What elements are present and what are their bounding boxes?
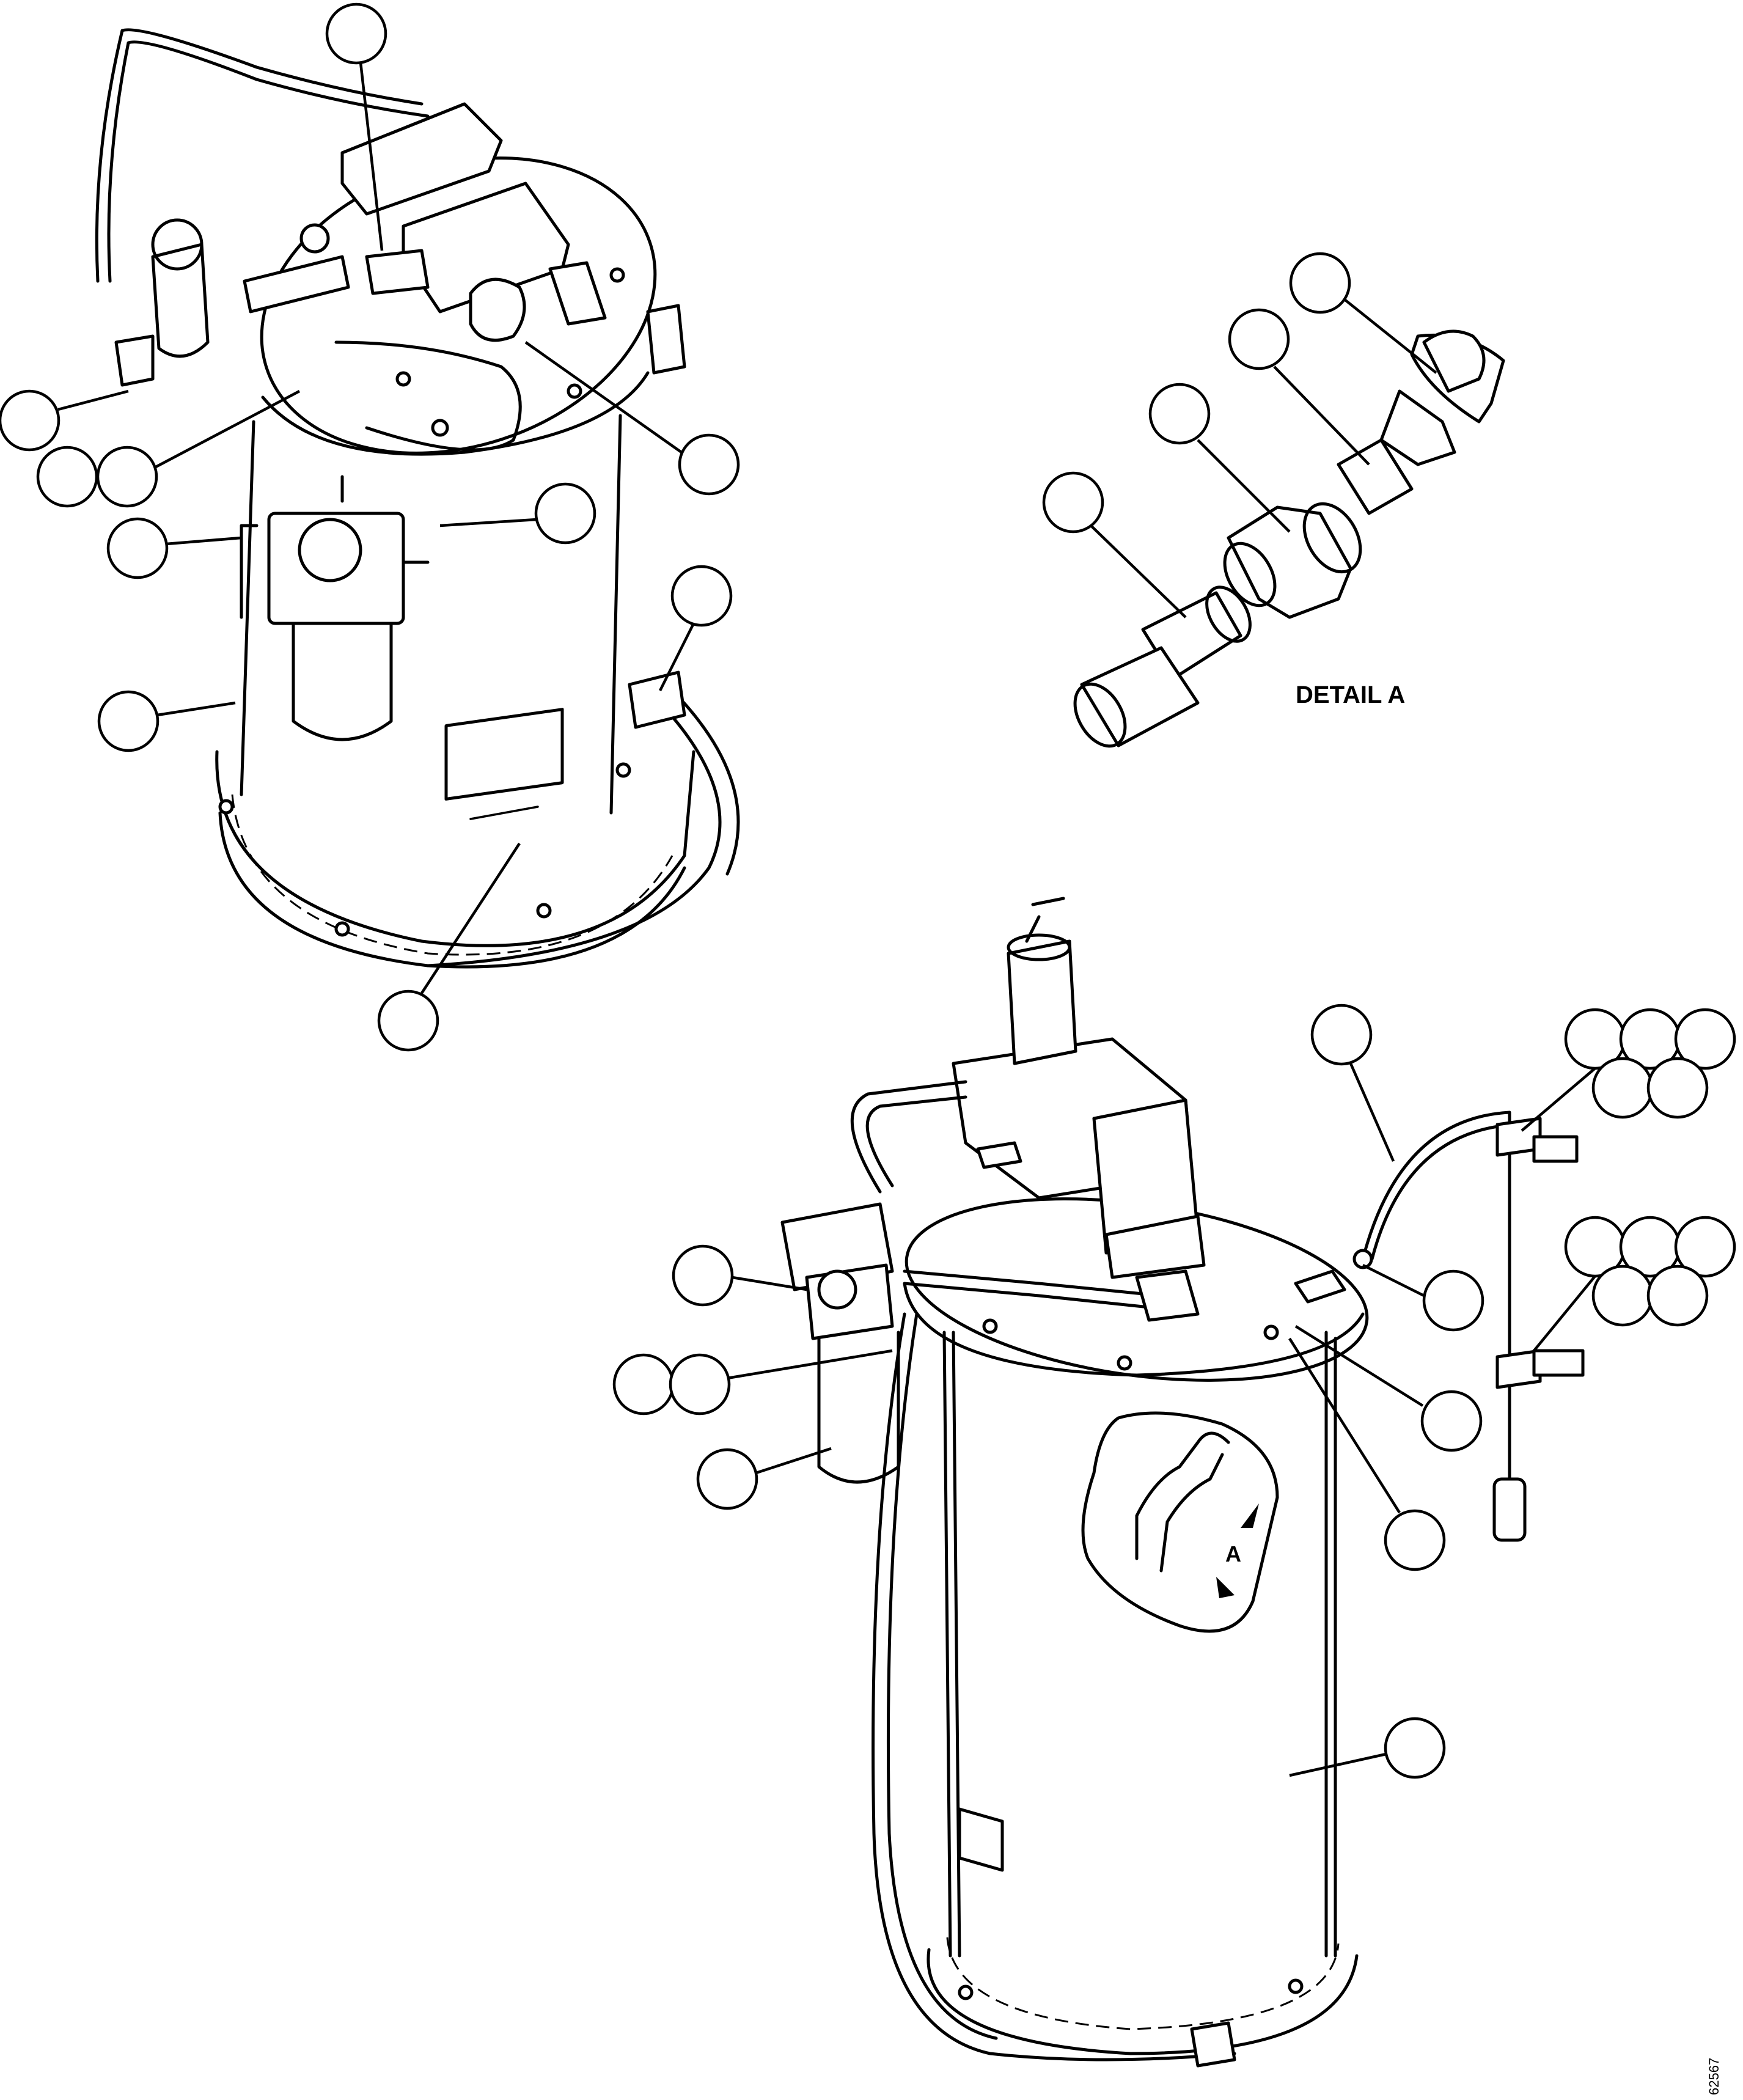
callout-balloon [669, 1353, 731, 1415]
level-sensor-probe [1492, 1477, 1527, 1542]
tank-body-left [240, 414, 622, 815]
lower-right-tank-assembly: A [780, 897, 1585, 2068]
filter-canister-right [817, 1331, 900, 1484]
callout-balloon [1420, 1390, 1483, 1452]
upper-left-tank-assembly [95, 28, 740, 969]
callout-balloon [1384, 1509, 1446, 1571]
detail-sleeve [1337, 438, 1414, 515]
callout-balloon [672, 1244, 734, 1307]
callout-balloon [678, 433, 740, 496]
warning-label-right [958, 1807, 1004, 1872]
inlet-hose-right [872, 1312, 1236, 2061]
callout-balloon [1384, 1717, 1446, 1779]
callout-balloon [1674, 1008, 1736, 1070]
filter-head-left [267, 512, 405, 625]
callout-balloon [612, 1353, 675, 1415]
callout-balloon [1591, 1057, 1654, 1119]
callout-balloon [1148, 383, 1211, 445]
callout-balloon [534, 482, 596, 545]
detail-reducer [1227, 505, 1352, 619]
top-tube-left [95, 28, 424, 283]
return-hose-right [850, 1080, 967, 1194]
tank-base-flange-left [215, 750, 695, 947]
detail-a-exploded-view: DETAIL A [1073, 329, 1505, 748]
filter-canister-left [292, 609, 393, 741]
callout-balloon [0, 389, 61, 452]
view-a-indicator: A [1225, 1541, 1241, 1566]
callout-balloon [325, 2, 387, 65]
callout-balloon [1646, 1057, 1709, 1119]
callout-balloon [670, 565, 733, 627]
solenoid-left [151, 243, 210, 358]
callout-balloon [1422, 1269, 1484, 1332]
callout-balloon [96, 446, 158, 508]
callout-balloon [1228, 308, 1290, 370]
detail-pipe [1080, 646, 1200, 747]
callout-balloon [106, 517, 169, 579]
callout-balloon [696, 1448, 758, 1510]
tank-base-ring-right [927, 1948, 1359, 2055]
inlet-hose-left [426, 701, 722, 967]
callout-balloon [1674, 1216, 1736, 1278]
callout-balloon [1591, 1265, 1654, 1327]
figure-number: 62567 [1706, 2058, 1722, 2095]
callout-balloon [377, 989, 439, 1052]
callout-balloon [1310, 1004, 1373, 1066]
view-a-callout-panel [1081, 1411, 1279, 1633]
callout-balloon [1289, 252, 1351, 314]
callout-balloon [1646, 1265, 1709, 1327]
callout-balloon [97, 690, 160, 752]
detail-a-title: DETAIL A [1296, 681, 1405, 708]
warning-label-left [444, 708, 564, 801]
callout-balloons [0, 2, 1736, 1779]
level-sensor-cable [1361, 1111, 1511, 1511]
callout-balloon [36, 446, 98, 508]
callout-balloon [1042, 471, 1104, 534]
